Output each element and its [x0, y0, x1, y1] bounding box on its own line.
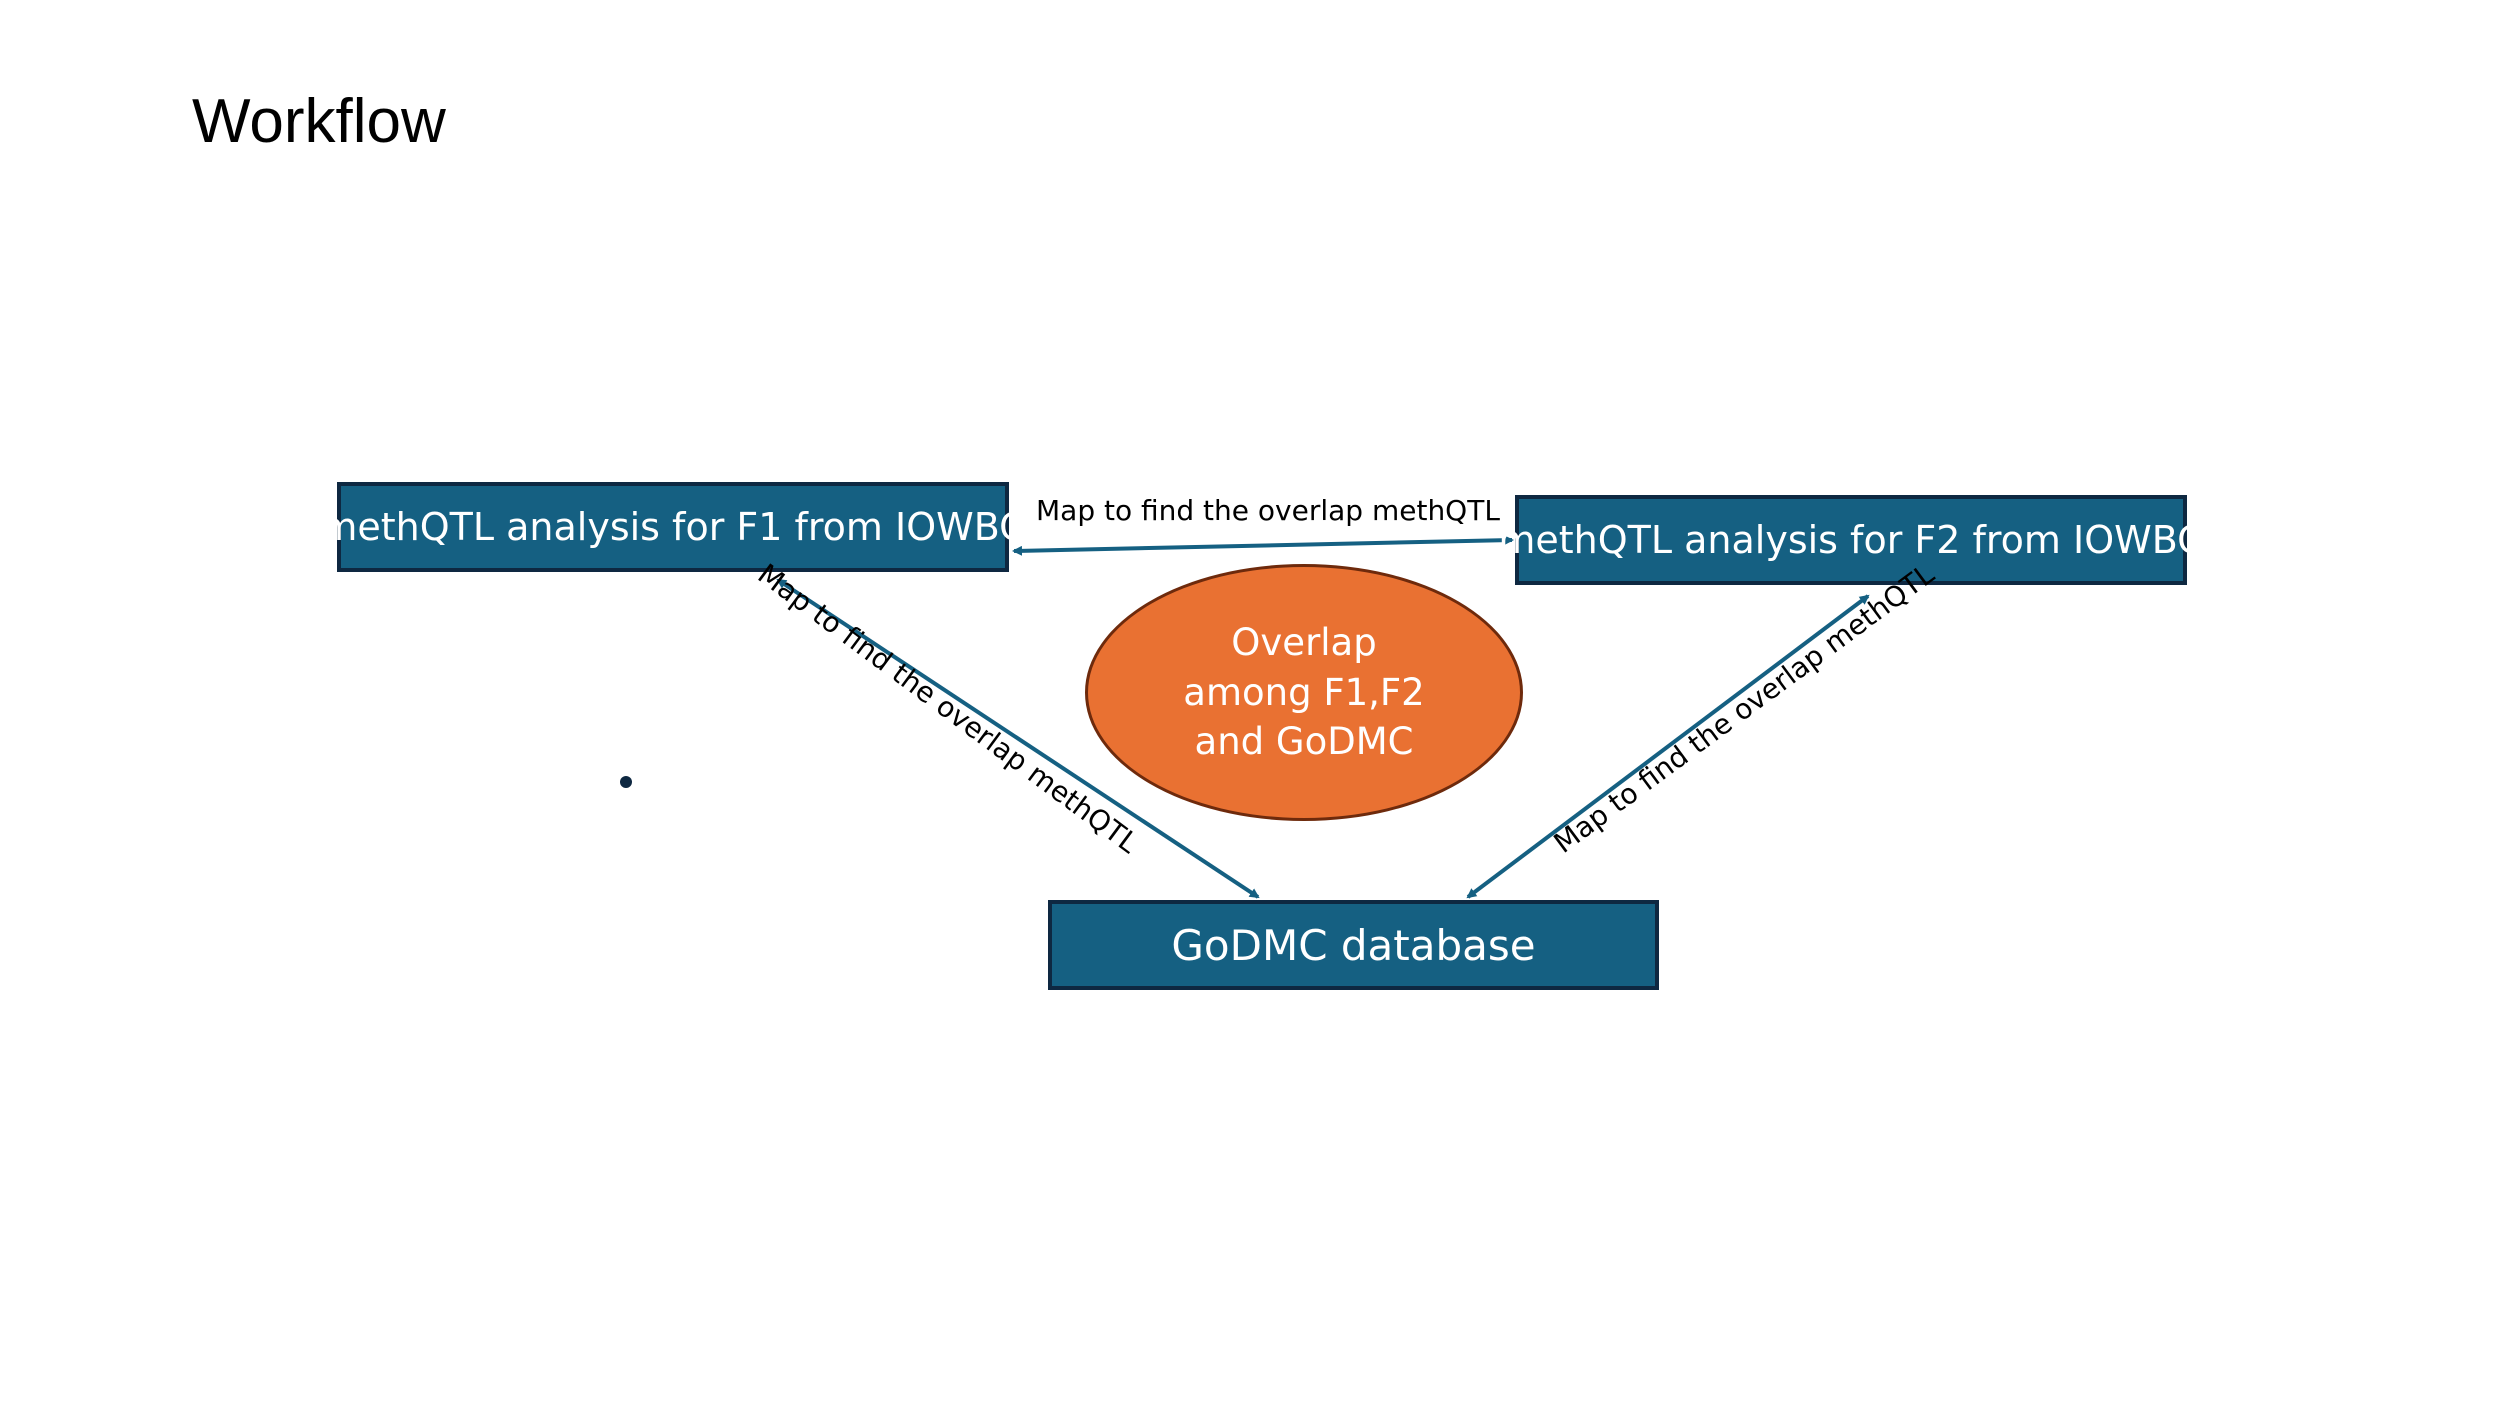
edge-label-f1-godmc: Map to find the overlap methQTL	[751, 557, 1145, 860]
arrow-f1-f2	[1012, 535, 1514, 556]
node-f1-analysis[interactable]: methQTL analysis for F1 from IOWBC	[320, 482, 1026, 572]
node-godmc-database[interactable]: GoDMC database	[1048, 900, 1659, 990]
bullet-dot	[620, 776, 632, 788]
slide-title: Workflow	[192, 87, 446, 156]
node-godmc-label: GoDMC database	[1171, 920, 1536, 970]
node-f2-label: methQTL analysis for F2 from IOWBC	[1498, 518, 2204, 562]
edge-label-f1-f2: Map to find the overlap methQTL	[1036, 494, 1500, 527]
node-overlap-label: Overlap among F1,F2 and GoDMC	[1183, 620, 1425, 764]
node-f1-label: methQTL analysis for F1 from IOWBC	[320, 505, 1026, 549]
edge-label-f2-godmc: Map to find the overlap methQTL	[1547, 557, 1941, 860]
node-overlap-ellipse[interactable]: Overlap among F1,F2 and GoDMC	[1085, 564, 1523, 821]
node-f2-analysis[interactable]: methQTL analysis for F2 from IOWBC	[1498, 495, 2204, 585]
